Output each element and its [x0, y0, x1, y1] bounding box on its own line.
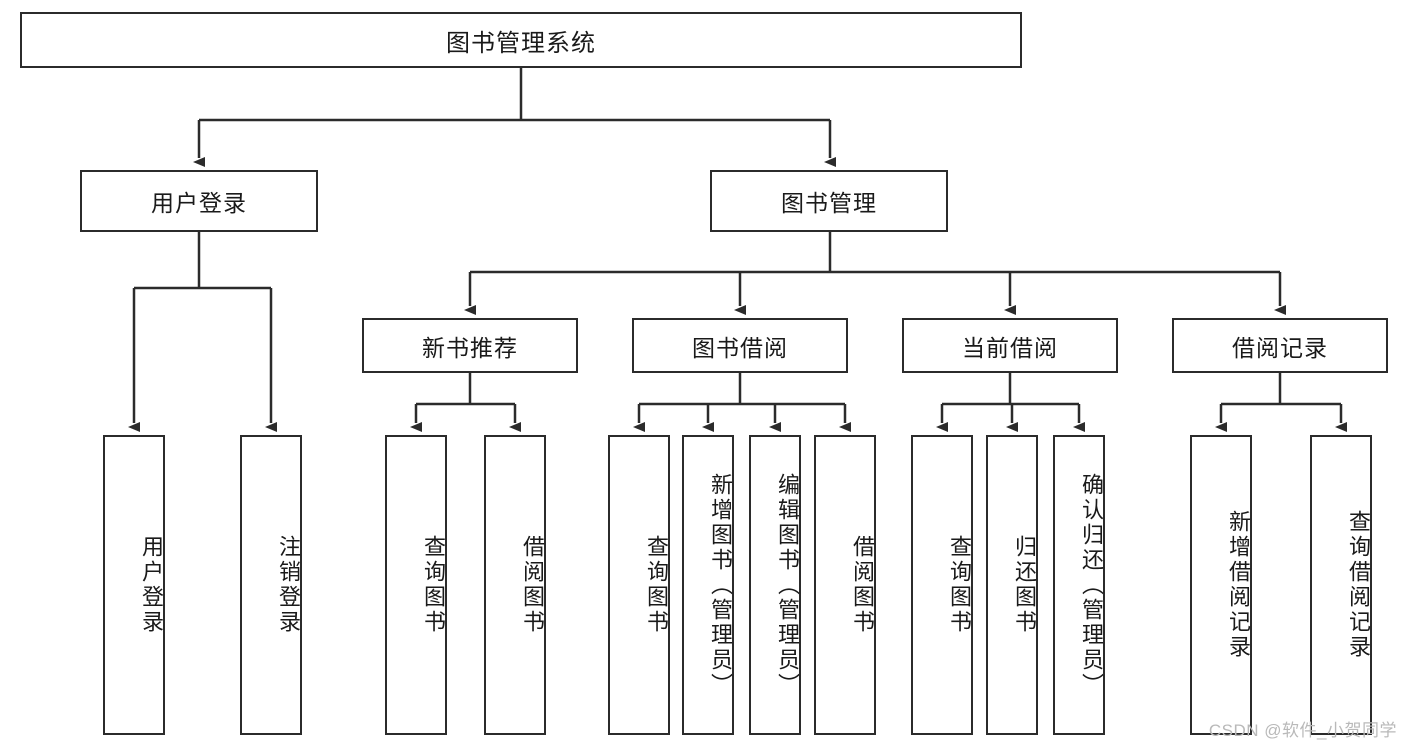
node-user-login[interactable]: 用户登录: [80, 170, 318, 232]
node-leaf-query-book-3-label: 查询图书: [947, 535, 972, 635]
node-leaf-return-book-label: 归还图书: [1012, 535, 1037, 635]
node-leaf-query-book-1[interactable]: 查询图书: [385, 435, 447, 735]
node-leaf-query-record-label: 查询借阅记录: [1346, 510, 1371, 660]
node-book-manage-label: 图书管理: [781, 190, 877, 216]
node-new-book-recommend[interactable]: 新书推荐: [362, 318, 578, 373]
node-current-borrow-label: 当前借阅: [962, 334, 1058, 361]
node-book-borrow[interactable]: 图书借阅: [632, 318, 848, 373]
node-leaf-user-login-label: 用户登录: [139, 535, 164, 635]
node-leaf-query-book-2-label: 查询图书: [644, 535, 669, 635]
node-leaf-return-book[interactable]: 归还图书: [986, 435, 1038, 735]
node-root-label: 图书管理系统: [446, 29, 596, 57]
node-borrow-record[interactable]: 借阅记录: [1172, 318, 1388, 373]
node-leaf-add-book[interactable]: 新增图书（管理员）: [682, 435, 734, 735]
node-borrow-record-label: 借阅记录: [1232, 334, 1328, 361]
node-leaf-user-login[interactable]: 用户登录: [103, 435, 165, 735]
watermark-text: CSDN @软件_小贺同学: [1208, 721, 1397, 740]
node-leaf-logout[interactable]: 注销登录: [240, 435, 302, 735]
node-leaf-confirm-return[interactable]: 确认归还（管理员）: [1053, 435, 1105, 735]
node-leaf-query-book-1-label: 查询图书: [421, 535, 446, 635]
node-leaf-edit-book-label: 编辑图书（管理员）: [775, 472, 800, 698]
node-leaf-borrow-book-2[interactable]: 借阅图书: [814, 435, 876, 735]
node-leaf-query-book-3[interactable]: 查询图书: [911, 435, 973, 735]
node-leaf-borrow-book-1-label: 借阅图书: [520, 535, 545, 635]
node-leaf-add-book-label: 新增图书（管理员）: [708, 472, 733, 698]
node-leaf-logout-label: 注销登录: [276, 535, 301, 635]
node-leaf-confirm-return-label: 确认归还（管理员）: [1079, 472, 1104, 698]
node-root[interactable]: 图书管理系统: [20, 12, 1022, 68]
node-leaf-add-record-label: 新增借阅记录: [1226, 510, 1251, 660]
node-user-login-label: 用户登录: [151, 190, 247, 216]
node-leaf-query-record[interactable]: 查询借阅记录: [1310, 435, 1372, 735]
node-book-borrow-label: 图书借阅: [692, 334, 788, 361]
node-book-manage[interactable]: 图书管理: [710, 170, 948, 232]
node-leaf-add-record[interactable]: 新增借阅记录: [1190, 435, 1252, 735]
node-leaf-query-book-2[interactable]: 查询图书: [608, 435, 670, 735]
node-leaf-borrow-book-2-label: 借阅图书: [850, 535, 875, 635]
node-leaf-edit-book[interactable]: 编辑图书（管理员）: [749, 435, 801, 735]
node-new-book-recommend-label: 新书推荐: [422, 334, 518, 361]
node-current-borrow[interactable]: 当前借阅: [902, 318, 1118, 373]
node-leaf-borrow-book-1[interactable]: 借阅图书: [484, 435, 546, 735]
